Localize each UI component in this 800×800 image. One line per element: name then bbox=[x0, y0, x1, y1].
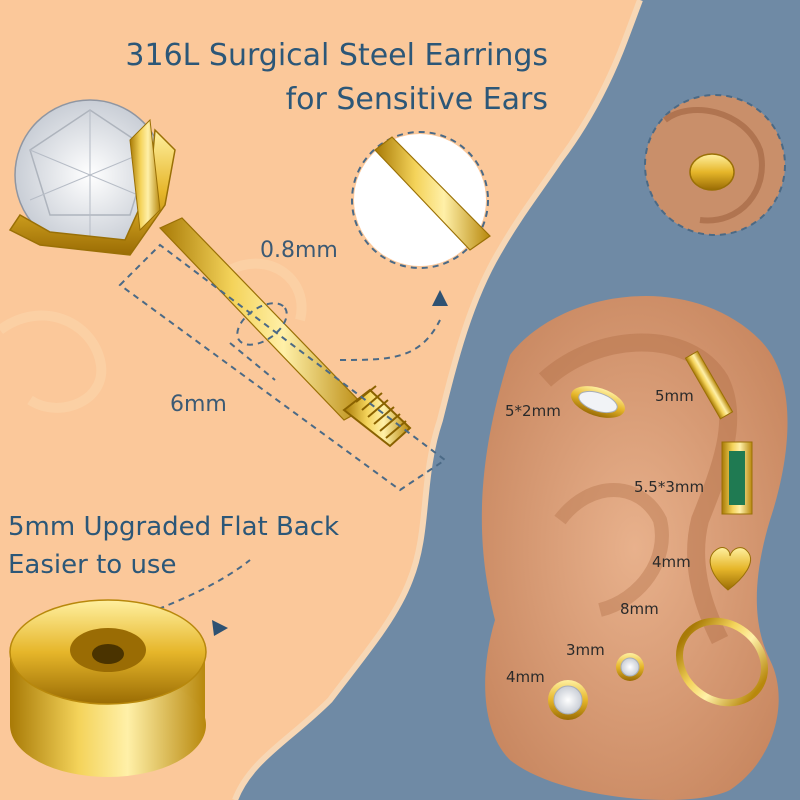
background-swirls bbox=[0, 258, 307, 413]
post-zoom-detail bbox=[354, 134, 491, 266]
ear-model bbox=[481, 296, 788, 800]
baguette-stud bbox=[721, 441, 753, 515]
heart-stud bbox=[709, 547, 751, 591]
size-label-baguette: 5.5*3mm bbox=[634, 478, 705, 496]
torn-paper-edge bbox=[232, 0, 643, 800]
size-label-marquise: 5*2mm bbox=[505, 402, 561, 420]
flat-back-line2: Easier to use bbox=[8, 550, 177, 580]
flat-back-line1: 5mm Upgraded Flat Back bbox=[8, 512, 340, 542]
hoop-earring bbox=[676, 617, 768, 707]
arrow-up-icon bbox=[432, 290, 448, 306]
arrow-down-left-icon bbox=[212, 620, 228, 636]
headline-line1: 316L Surgical Steel Earrings bbox=[125, 38, 548, 73]
ear-closeup bbox=[644, 94, 786, 236]
size-label-bar: 5mm bbox=[655, 387, 694, 405]
small-round-stud bbox=[616, 653, 644, 681]
bar-stud bbox=[684, 350, 734, 420]
size-label-heart: 4mm bbox=[652, 553, 691, 571]
flat-back-disc bbox=[9, 599, 207, 777]
post-diameter-label: 0.8mm bbox=[260, 238, 338, 263]
size-label-round-stud: 4mm bbox=[506, 668, 545, 686]
stud-earring-large bbox=[8, 99, 412, 448]
size-label-hoop: 8mm bbox=[620, 600, 659, 618]
size-label-small-stud: 3mm bbox=[566, 641, 605, 659]
headline-line2: for Sensitive Ears bbox=[285, 82, 548, 117]
post-length-label: 6mm bbox=[170, 392, 227, 417]
marquise-stud bbox=[571, 386, 625, 418]
round-stud bbox=[548, 680, 588, 720]
